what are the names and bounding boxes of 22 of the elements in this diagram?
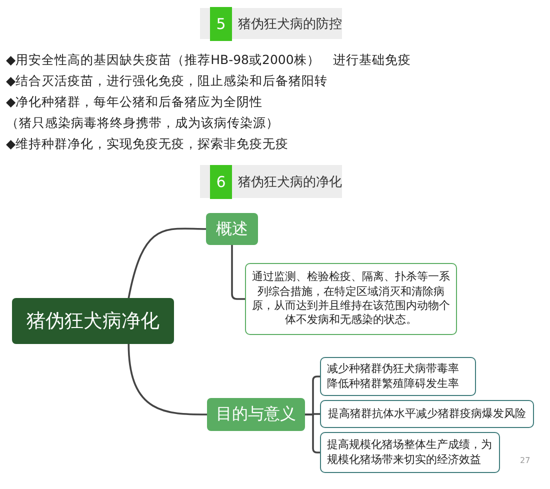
section-number: 6 [210,164,232,198]
topic-box: 概述 [206,213,258,245]
section-number: 5 [210,6,232,40]
subtopic-box: 减少种猪群伪狂犬病带毒率降低种猪群繁殖障碍发生率 [320,357,476,396]
section-header [200,8,342,39]
section-header [200,165,342,198]
section-title: 猪伪狂犬病的防控 [238,16,342,32]
bullet-text: ◆用安全性高的基因缺失疫苗（推荐HB-98或2000株） 进行基础免疫 [6,52,411,69]
connector-line [305,414,320,454]
page-number: 27 [520,456,530,465]
connector-line [128,228,206,298]
bullet-text: ◆结合灭活疫苗，进行强化免疫，阻止感染和后备猪阳转 [6,73,328,90]
subtopic-box: 提高猪群抗体水平减少猪群疫病爆发风险 [320,400,534,428]
topic-box: 目的与意义 [207,398,305,431]
bullet-text: ◆净化种猪群，每年公猪和后备猪应为全阴性 [6,94,263,111]
bullet-text: （猪只感染病毒将终身携带，成为该病传染源） [6,115,279,132]
connector-line [128,344,207,416]
subtopic-box: 通过监测、检验检疫、隔离、扑杀等一系列综合措施，在特定区域消灭和清除病原，从而达到并且维持在该范围内动物个体不发病和无感染的状态。 [245,263,457,335]
subtopic-box: 提高规模化猪场整体生产成绩，为规模化猪场带来切实的经济效益 [320,432,500,473]
section-title: 猪伪狂犬病的净化 [238,174,342,190]
central-topic: 猪伪狂犬病净化 [12,298,174,344]
bullet-text: ◆维持种群净化，实现免疫无疫，探索非免疫无疫 [6,136,289,153]
